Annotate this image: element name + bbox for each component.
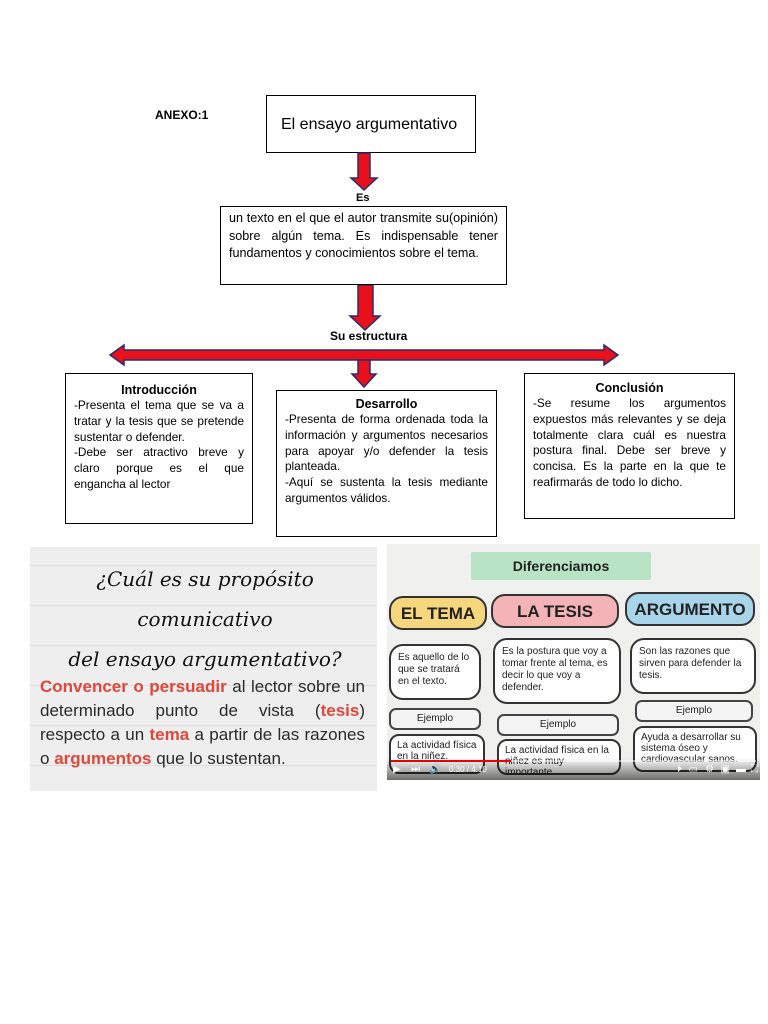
purpose-question: ¿Cuál es su propósito comunicativo del e… [40, 559, 370, 679]
miniplayer-icon[interactable]: ▣ [720, 764, 730, 775]
conclusion-box: Conclusión -Se resume los argumentos exp… [524, 373, 735, 519]
video-progress-fill [391, 760, 512, 762]
theater-icon[interactable]: ▬ [736, 764, 746, 775]
autoplay-icon[interactable]: ⏵ [677, 764, 682, 775]
intro-title: Introducción [121, 383, 197, 397]
answer-part-4: que lo sustentan. [151, 749, 286, 768]
structure-label: Su estructura [330, 329, 408, 343]
video-progress-bar[interactable] [391, 760, 756, 762]
map-title-box: El ensayo argumentativo [266, 95, 476, 153]
intro-box: Introducción -Presenta el tema que se va… [65, 373, 253, 524]
answer-part-1: al lector sobre un determinado punto de … [40, 677, 365, 720]
annex-label: ANEXO:1 [155, 108, 209, 122]
arrow-down-3 [350, 359, 378, 389]
map-title: El ensayo argumentativo [281, 116, 458, 133]
purpose-image: ¿Cuál es su propósito comunicativo del e… [30, 547, 377, 791]
purpose-answer: Convencer o persuadir al lector sobre un… [40, 675, 365, 771]
volume-icon[interactable]: 🔊 [429, 764, 442, 775]
question-line-1: ¿Cuál es su propósito comunicativo [96, 567, 314, 631]
captions-icon[interactable]: ▭ [688, 764, 698, 775]
connector-arrows [108, 152, 620, 389]
answer-part-2: ) respecto a un [40, 701, 365, 744]
ejemplo-label-argumento: Ejemplo [635, 700, 753, 722]
intro-body: -Presenta el tema que se va a tratar y l… [74, 398, 244, 491]
answer-highlight-tesis: tesis [320, 701, 360, 720]
answer-highlight-argumentos: argumentos [54, 749, 152, 768]
fullscreen-icon[interactable]: ⛶ [751, 764, 758, 775]
arrow-down-2 [348, 284, 382, 332]
header-tesis: LA TESIS [491, 594, 619, 628]
desarrollo-body: -Presenta de forma ordenada toda la info… [285, 412, 488, 505]
video-time: 0:30 / 4:10 [449, 765, 487, 774]
answer-highlight-tema: tema [149, 725, 190, 744]
header-tema: EL TEMA [389, 596, 487, 630]
card-tesis: Es la postura que voy a tomar frente al … [493, 638, 621, 704]
diferenciamos-banner: Diferenciamos [471, 552, 651, 580]
conclusion-body: -Se resume los argumentos expuestos más … [533, 396, 726, 489]
desarrollo-box: Desarrollo -Presenta de forma ordenada t… [276, 390, 497, 537]
answer-highlight-convencer: Convencer o persuadir [40, 677, 227, 696]
question-line-2: del ensayo argumentativo? [68, 647, 342, 671]
header-argumento: ARGUMENTO [625, 592, 755, 626]
ejemplo-label-tema: Ejemplo [389, 708, 481, 730]
card-tema: Es aquello de lo que se tratará en el te… [389, 644, 481, 700]
answer-part-3: a partir de las razones o [40, 725, 365, 768]
video-player-controls: ▶ ⏭ 🔊 0:30 / 4:10 ⏵ ▭ ⚙ ▣ ▬ ⛶ [387, 758, 760, 780]
arrow-down-1 [349, 152, 379, 192]
next-icon[interactable]: ⏭ [411, 764, 420, 775]
definition-box: un texto en el que el autor transmite su… [220, 206, 507, 285]
arrow-horizontal [108, 343, 620, 367]
settings-icon[interactable]: ⚙ [705, 764, 714, 775]
ejemplo-label-tesis: Ejemplo [497, 714, 619, 736]
desarrollo-title: Desarrollo [355, 397, 418, 411]
card-argumento: Son las razones que sirven para defender… [630, 638, 756, 694]
play-icon[interactable]: ▶ [393, 764, 401, 775]
conclusion-title: Conclusión [595, 381, 664, 395]
es-label: Es [356, 192, 370, 204]
differences-video[interactable]: Diferenciamos EL TEMA LA TESIS ARGUMENTO… [387, 544, 760, 780]
